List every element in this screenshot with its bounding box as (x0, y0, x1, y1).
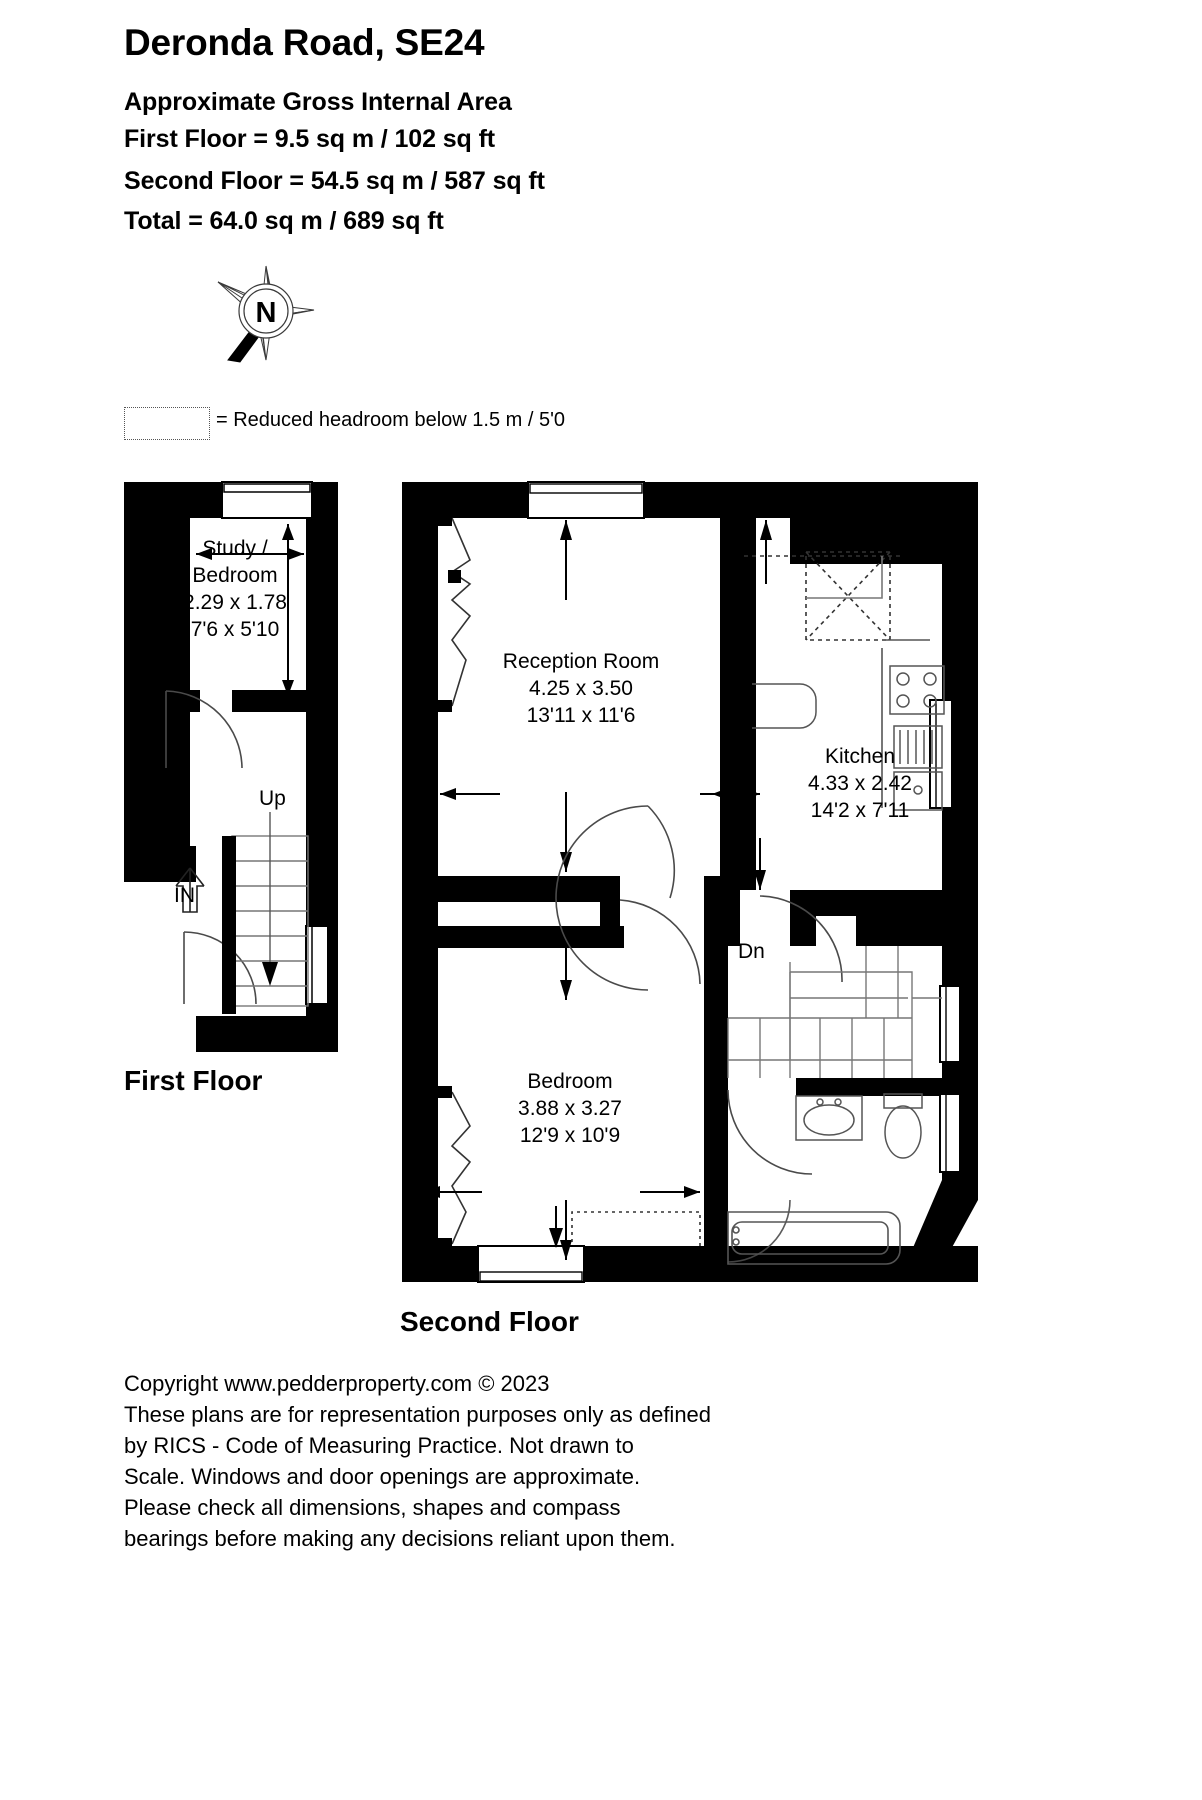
compass-rose: N (206, 258, 326, 368)
area-summary-line-3: Total = 64.0 sq m / 689 sq ft (124, 207, 444, 235)
room-dimensions-imperial: 13'11 x 11'6 (526, 704, 636, 727)
room-dimensions-imperial: 14'2 x 7'11 (810, 799, 910, 822)
room-name-line2: Bedroom (192, 564, 278, 587)
footer-line-4: Please check all dimensions, shapes and … (124, 1495, 621, 1520)
second-floor-plan (402, 481, 978, 1283)
room-dimensions-metric: 4.33 x 2.42 (808, 772, 912, 795)
footer-line-1: These plans are for representation purpo… (124, 1402, 712, 1427)
room-dimensions-metric: 4.25 x 3.50 (529, 677, 633, 700)
area-summary-line-2: Second Floor = 54.5 sq m / 587 sq ft (124, 167, 545, 195)
room-dimensions-imperial: 7'6 x 5'10 (190, 618, 280, 641)
stair-down-label: Dn (738, 940, 765, 963)
footer-line-0: Copyright www.pedderproperty.com © 2023 (124, 1371, 550, 1396)
room-dimensions-imperial: 12'9 x 10'9 (519, 1124, 621, 1147)
room-name-line1: Kitchen (824, 745, 896, 768)
footer-line-5: bearings before making any decisions rel… (124, 1526, 676, 1551)
stair-up-label: Up (259, 787, 286, 810)
floor-caption-second: Second Floor (400, 1306, 579, 1337)
room-dimensions-metric: 3.88 x 3.27 (518, 1097, 622, 1120)
room-label-reception-room: Reception Room 4.25 x 3.50 13'11 x 11'6 (470, 648, 692, 729)
area-summary-line-0: Approximate Gross Internal Area (124, 88, 512, 116)
footer-disclaimer: Copyright www.pedderproperty.com © 2023 … (124, 1368, 711, 1554)
compass-north-label: N (256, 297, 277, 329)
headroom-legend-swatch (124, 407, 210, 440)
area-summary-line-1: First Floor = 9.5 sq m / 102 sq ft (124, 125, 496, 153)
room-label-bedroom: Bedroom 3.88 x 3.27 12'9 x 10'9 (460, 1068, 680, 1149)
headroom-legend-label: = Reduced headroom below 1.5 m / 5'0 (216, 409, 566, 431)
room-name-line1: Reception Room (502, 650, 660, 673)
room-dimensions-metric: 2.29 x 1.78 (183, 591, 287, 614)
footer-line-2: by RICS - Code of Measuring Practice. No… (124, 1433, 634, 1458)
first-floor-plan (124, 481, 338, 1052)
room-label-kitchen: Kitchen 4.33 x 2.42 14'2 x 7'11 (760, 743, 960, 824)
room-name-line1: Bedroom (527, 1070, 613, 1093)
page-title: Deronda Road, SE24 (124, 22, 485, 63)
footer-line-3: Scale. Windows and door openings are app… (124, 1464, 641, 1489)
room-label-study-bedroom: Study / Bedroom 2.29 x 1.78 7'6 x 5'10 (160, 535, 310, 643)
floor-caption-first: First Floor (124, 1065, 263, 1096)
entrance-in-label: IN (174, 884, 195, 907)
room-name-line1: Study / (202, 537, 268, 560)
